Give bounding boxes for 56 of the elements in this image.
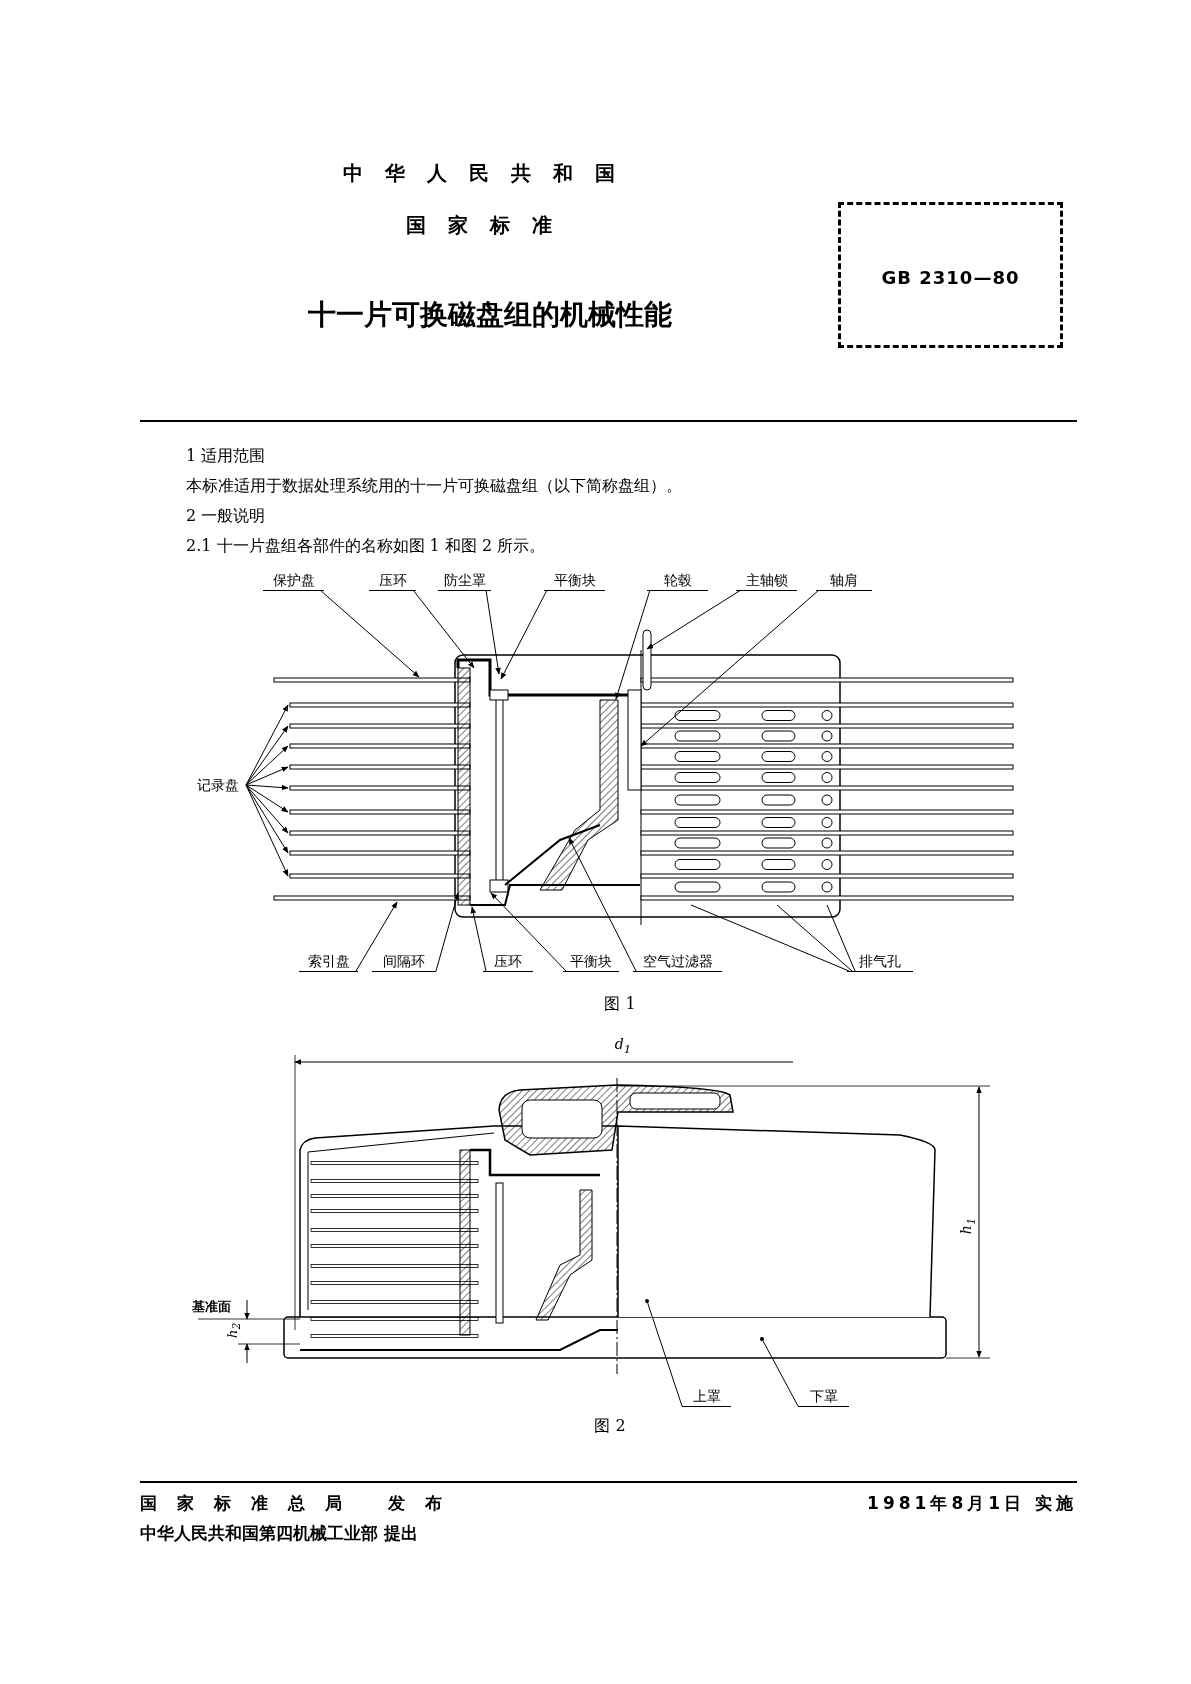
leader-line bbox=[646, 589, 742, 650]
part-label: 记录盘 bbox=[190, 775, 246, 795]
part-label: 压环 bbox=[483, 951, 533, 972]
header-text: 中华人民共和国 bbox=[342, 160, 638, 187]
leader-line bbox=[412, 589, 475, 669]
section-heading: 2 一般说明 bbox=[186, 506, 266, 527]
leader-line bbox=[490, 892, 567, 972]
leader-line bbox=[470, 906, 487, 972]
leader-line bbox=[615, 589, 651, 700]
part-label: 索引盘 bbox=[299, 951, 358, 972]
part-label: 上罩 bbox=[682, 1386, 731, 1407]
leader-line bbox=[690, 904, 850, 972]
leader-line bbox=[640, 589, 820, 747]
paragraph: 2.1 十一片盘组各部件的名称如图 1 和图 2 所示。 bbox=[186, 536, 546, 557]
leader-line bbox=[245, 784, 289, 813]
leader-line bbox=[568, 837, 637, 972]
figure-caption: 图 1 bbox=[603, 994, 637, 1015]
leader-line bbox=[245, 725, 289, 786]
part-label: 保护盘 bbox=[263, 570, 324, 591]
part-label: 平衡块 bbox=[544, 570, 605, 591]
footer-text: 中华人民共和国第四机械工业部 提出 bbox=[140, 1522, 418, 1545]
leader-line bbox=[245, 766, 289, 786]
leader-line bbox=[245, 784, 289, 854]
part-label: 下罩 bbox=[798, 1386, 849, 1407]
leader-line bbox=[645, 1299, 683, 1407]
part-label: 排气孔 bbox=[847, 951, 913, 972]
part-label: 防尘罩 bbox=[438, 570, 491, 591]
part-label: 主轴锁 bbox=[736, 570, 797, 591]
part-label: 平衡块 bbox=[563, 951, 619, 972]
leader-line bbox=[245, 784, 289, 791]
part-label: 轴肩 bbox=[816, 570, 872, 591]
part-label: 空气过滤器 bbox=[633, 951, 722, 972]
leader-line bbox=[760, 1337, 799, 1407]
standard-number: GB 2310—80 bbox=[838, 202, 1063, 348]
section-heading: 1 适用范围 bbox=[186, 446, 266, 467]
reference-label: 基准面 bbox=[192, 1298, 232, 1316]
header-text: 国家标准 bbox=[405, 212, 575, 239]
paragraph: 本标准适用于数据处理系统用的十一片可换磁盘组（以下简称盘组）。 bbox=[186, 476, 682, 497]
part-label: 轮毂 bbox=[647, 570, 708, 591]
leader-line bbox=[500, 589, 548, 680]
figure-caption: 图 2 bbox=[593, 1416, 627, 1437]
leader-line bbox=[319, 589, 420, 678]
leader-line bbox=[245, 784, 289, 877]
part-label: 间隔环 bbox=[372, 951, 436, 972]
leader-line bbox=[826, 904, 856, 972]
leader-line bbox=[245, 745, 289, 786]
leader-line bbox=[776, 904, 853, 972]
footer-text: 1981年8月1日 实施 bbox=[866, 1492, 1077, 1515]
leader-line bbox=[245, 784, 289, 834]
leader-line bbox=[485, 589, 501, 675]
leader-line bbox=[355, 901, 398, 972]
page-title: 十一片可换磁盘组的机械性能 bbox=[307, 297, 673, 333]
part-label: 压环 bbox=[369, 570, 416, 591]
footer-text: 国家标准总局 发布 bbox=[140, 1492, 462, 1515]
leader-line bbox=[435, 892, 459, 972]
dimension-label: d$_{1}$ bbox=[613, 1036, 633, 1056]
